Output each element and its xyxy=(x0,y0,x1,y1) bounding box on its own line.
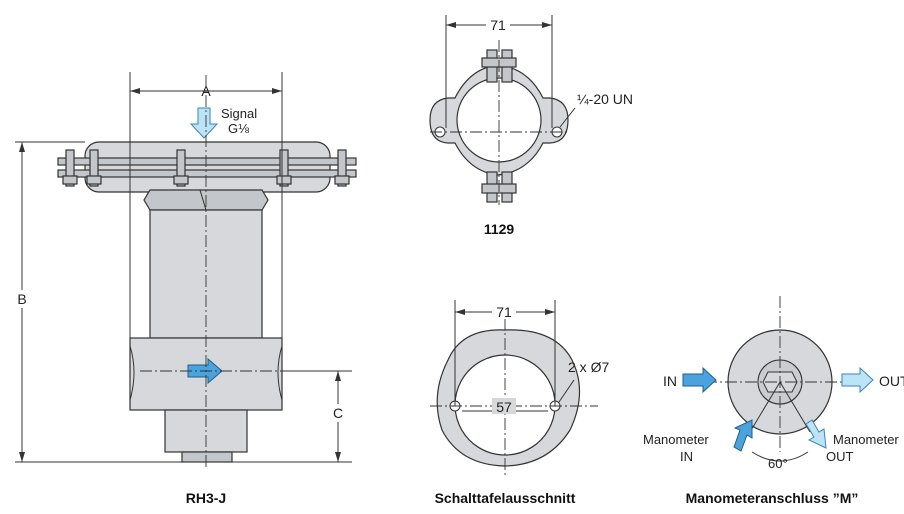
upper-flange xyxy=(57,157,357,166)
angle-label: 60° xyxy=(768,456,788,471)
gauge-port-view: IN OUT Manometer IN Manometer OUT 60° Ma… xyxy=(643,296,904,506)
bracket-caption: 1129 xyxy=(484,221,515,237)
dim-a-label: A xyxy=(201,83,211,99)
dim-b-label: B xyxy=(17,291,26,307)
out-arrow-icon xyxy=(841,366,874,394)
gauge-port-caption: Manometeranschluss ”M” xyxy=(686,490,859,506)
bottom-plug xyxy=(181,451,233,463)
panel-cutout-view: 71 57 2 x Ø7 Schalttafelausschnitt xyxy=(430,300,609,506)
main-view: A Signal G⅛ B C RH3-J xyxy=(14,72,357,506)
manometer-out-label-2: OUT xyxy=(826,449,854,464)
panel-holes-label: 2 x Ø7 xyxy=(568,359,609,375)
panel-dim-width: 71 xyxy=(496,304,512,320)
signal-arrow-icon xyxy=(189,107,219,139)
bolts xyxy=(62,149,350,187)
signal-size-label: G⅛ xyxy=(228,121,249,136)
gauge-in-label: IN xyxy=(663,373,677,389)
bracket-thread-label: ¼-20 UN xyxy=(577,91,633,107)
dim-c-label: C xyxy=(333,405,343,421)
lower-flange xyxy=(57,169,357,178)
manometer-in-label-2: IN xyxy=(680,449,693,464)
manometer-in-arrow-icon xyxy=(733,419,753,452)
bracket-dim-width: 71 xyxy=(490,17,506,33)
panel-caption: Schalttafelausschnitt xyxy=(435,490,576,506)
manometer-out-arrow-icon xyxy=(805,419,827,449)
bracket-view: 71 ¼-20 UN 1129 xyxy=(429,15,633,237)
manometer-in-label-1: Manometer xyxy=(643,432,709,447)
panel-plate xyxy=(436,329,581,467)
gauge-out-label: OUT xyxy=(879,373,904,389)
manometer-out-label-1: Manometer xyxy=(833,432,899,447)
in-arrow-icon xyxy=(682,366,717,394)
panel-dim-center: 57 xyxy=(496,399,512,415)
signal-label: Signal xyxy=(221,106,257,121)
main-view-caption: RH3-J xyxy=(186,490,226,506)
diaphragm-housing xyxy=(84,141,331,193)
